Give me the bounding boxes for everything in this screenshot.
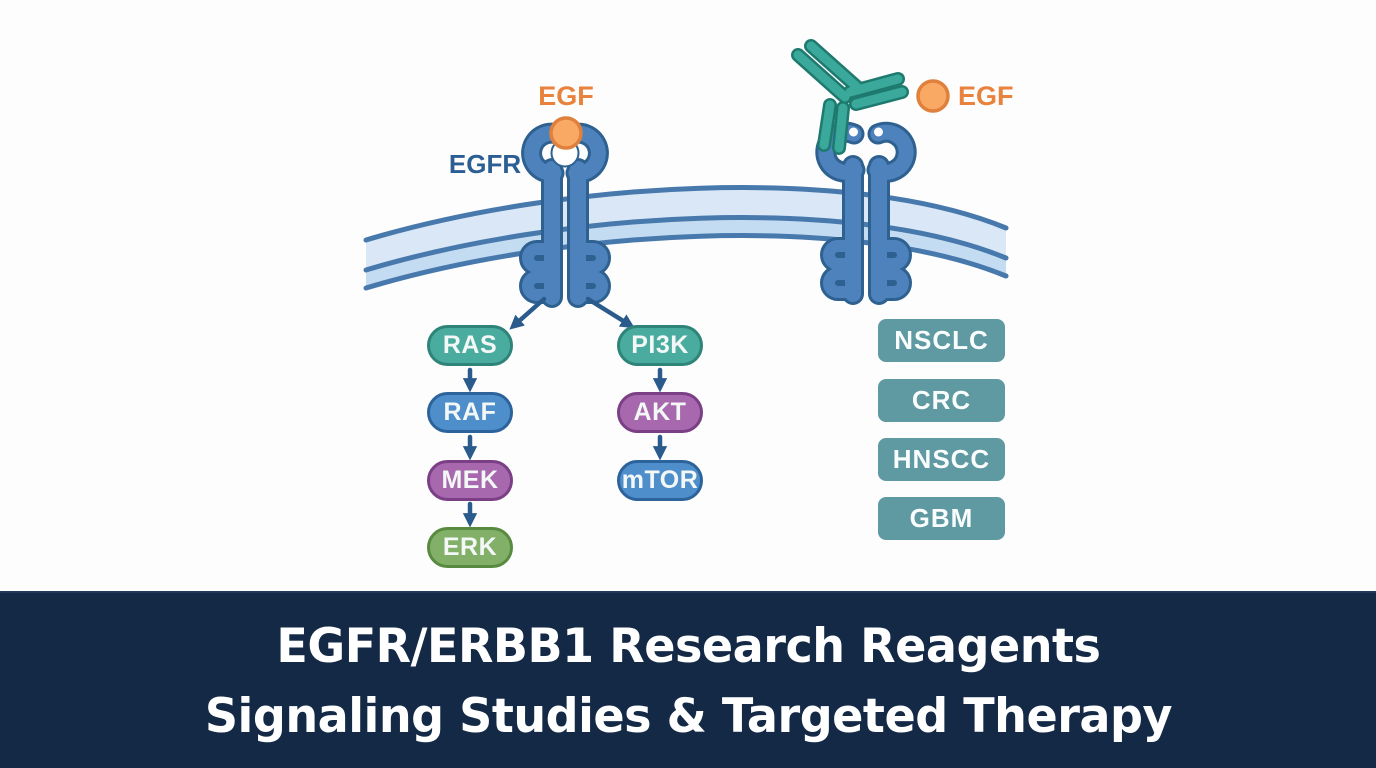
pathway-node-mtor: mTOR (617, 460, 703, 501)
signal-arrows (462, 296, 668, 528)
banner-title-line1: EGFR/ERBB1 Research Reagents (275, 618, 1101, 674)
egf-ligand-free-icon (916, 79, 950, 113)
cell-membrane-icon (363, 185, 1009, 291)
egfr-receptor-active-icon (519, 116, 611, 308)
pathway-node-raf: RAF (427, 392, 513, 433)
arrow-receptor-to-ras (509, 296, 547, 330)
pathway-node-mek: MEK (427, 460, 513, 501)
indication-box-crc: CRC (878, 379, 1005, 422)
egf-ligand-label-left: EGF (538, 81, 594, 111)
egf-ligand-bound-icon (549, 116, 583, 150)
diagram-canvas (363, 39, 1009, 528)
egf-ligand-label-right: EGF (958, 81, 1014, 111)
pathway-node-ras: RAS (427, 325, 513, 366)
pathway-node-erk: ERK (427, 527, 513, 568)
pathway-node-akt: AKT (617, 392, 703, 433)
indication-box-nsclc: NSCLC (878, 319, 1005, 362)
banner-title-line2: Signaling Studies & Targeted Therapy (204, 688, 1172, 744)
indication-box-hnscc: HNSCC (878, 438, 1005, 481)
egfr-receptor-label: EGFR (448, 149, 522, 179)
arrow-receptor-to-pi3k (585, 296, 635, 329)
antibody-icon (791, 39, 909, 155)
title-banner: EGFR/ERBB1 Research Reagents Signaling S… (0, 591, 1376, 768)
indication-box-gbm: GBM (878, 497, 1005, 540)
pathway-node-pi3k: PI3K (617, 325, 703, 366)
